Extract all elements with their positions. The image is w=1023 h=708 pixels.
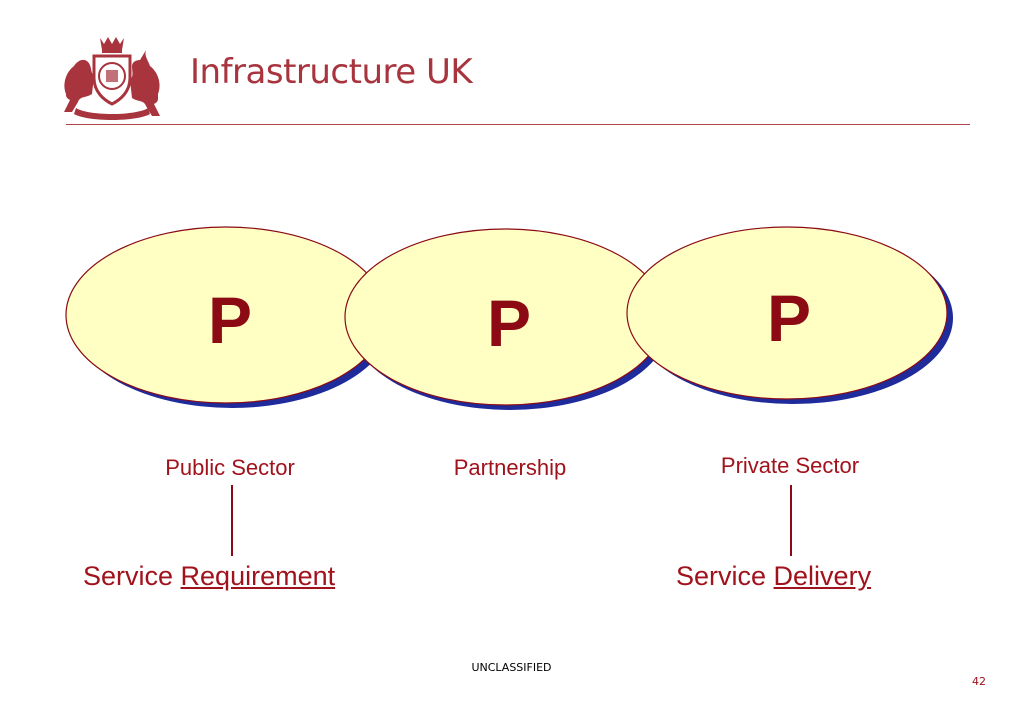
service-delivery: Service Delivery (676, 561, 871, 592)
ellipse-private (626, 226, 948, 400)
letter-public: P (207, 283, 253, 357)
service-delivery-keyword: Delivery (773, 561, 872, 591)
brand-title: Infrastructure UK (190, 52, 473, 92)
letter-partnership: P (486, 286, 532, 360)
royal-crest-logo (64, 37, 160, 120)
classification-label: UNCLASSIFIED (471, 661, 552, 674)
service-requirement: Service Requirement (83, 561, 335, 592)
caption-partnership: Partnership (453, 455, 567, 480)
service-requirement-keyword: Requirement (180, 561, 336, 591)
connector-public (231, 485, 233, 556)
service-delivery-prefix: Service (676, 561, 767, 591)
caption-public-sector: Public Sector (165, 455, 295, 480)
connector-private (790, 485, 792, 556)
caption-private-sector: Private Sector (720, 453, 860, 478)
page-number: 42 (972, 675, 986, 688)
header-divider (66, 124, 970, 125)
service-requirement-prefix: Service (83, 561, 174, 591)
letter-private: P (766, 281, 812, 355)
